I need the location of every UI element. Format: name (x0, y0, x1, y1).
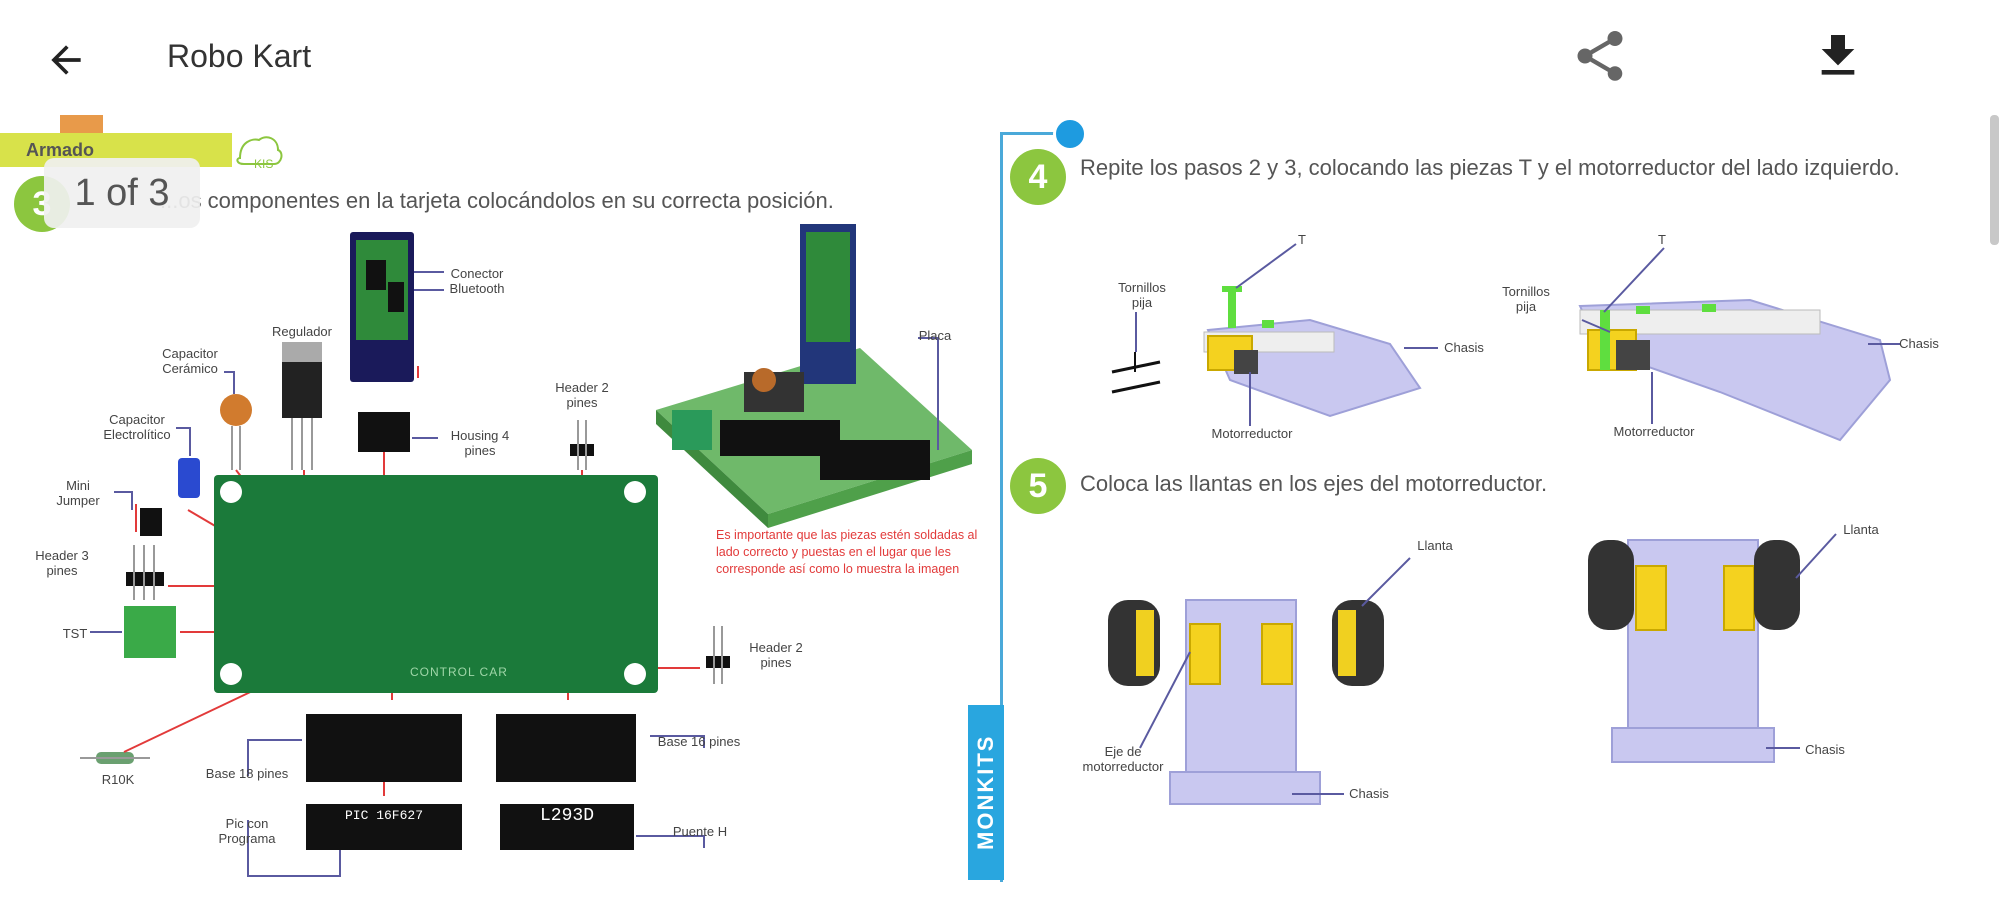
label-tornillos-pija-2: Tornillos pija (1502, 284, 1550, 314)
app-bar: Robo Kart (0, 0, 2003, 115)
l293d-chip: L293D (500, 804, 634, 850)
label-pic-con-programa: Pic con Programa (218, 816, 276, 846)
page-indicator: 1 of 3 (44, 158, 200, 228)
page-divider (1000, 132, 1003, 882)
pcb-mount-hole (624, 663, 646, 685)
step-4-illustration (1111, 243, 1900, 442)
download-button[interactable] (1806, 24, 1870, 88)
share-button[interactable] (1568, 24, 1632, 88)
download-icon (1821, 35, 1855, 75)
label-header-2-pines-right: Header 2 pines (749, 640, 803, 670)
label-t-2: T (1658, 232, 1666, 247)
pcb-control-label: CONTROL CAR (410, 665, 508, 679)
page-marker-dot[interactable] (1053, 117, 1087, 151)
label-mini-jumper: Mini Jumper (56, 478, 100, 508)
page-divider-top (1000, 132, 1068, 135)
label-tornillos-pija-1: Tornillos pija (1118, 280, 1166, 310)
label-base-18-pines: Base 18 pines (205, 766, 289, 781)
label-r10k: R10K (101, 772, 135, 787)
label-header-2-pines-top: Header 2 pines (555, 380, 609, 410)
label-tst: TST (62, 626, 88, 641)
label-chasis-2: Chasis (1899, 336, 1939, 351)
step-3-text: ...os componentes en la tarjeta colocánd… (160, 188, 834, 213)
pic-chip: PIC 16F627 (306, 804, 462, 850)
step-4-number: 4 (1010, 149, 1066, 205)
back-button[interactable] (36, 30, 96, 90)
label-chasis-step5-1: Chasis (1349, 786, 1389, 801)
label-puente-h: Puente H (672, 824, 728, 839)
pcb-mount-hole (220, 663, 242, 685)
label-motorreductor-2: Motorreductor (1613, 424, 1695, 439)
robot-logo-icon: KIS (236, 136, 283, 171)
label-header-3-pines: Header 3 pines (35, 548, 89, 578)
step-5-text: Coloca las llantas en los ejes del motor… (1080, 471, 1548, 496)
components-illustration (80, 224, 972, 877)
label-llanta-2: Llanta (1843, 522, 1879, 537)
step-5-number: 5 (1010, 458, 1066, 514)
label-placa: Placa (918, 328, 952, 343)
pcb-mount-hole (220, 481, 242, 503)
brand-watermark: MONKITS (968, 705, 1004, 880)
label-conector-bluetooth: Conector Bluetooth (449, 266, 505, 296)
section-tab-accent (60, 115, 103, 135)
label-base-16-pines: Base 16 pines (657, 734, 741, 749)
section-label: Armado (26, 140, 95, 160)
page-title: Robo Kart (167, 38, 312, 74)
label-capacitor-ceramico: Capacitor Cerámico (162, 346, 218, 376)
label-llanta-1: Llanta (1417, 538, 1453, 553)
pcb-board: CONTROL CAR (214, 475, 658, 693)
step-4-text: Repite los pasos 2 y 3, colocando las pi… (1080, 155, 1900, 180)
socket-16-pins (496, 714, 636, 782)
warning-note: Es importante que las piezas estén solda… (716, 528, 978, 576)
label-eje-motorreductor: Eje de motorreductor (1082, 744, 1164, 774)
label-regulador: Regulador (272, 324, 332, 339)
label-housing-4-pines: Housing 4 pines (450, 428, 510, 458)
label-motorreductor-1: Motorreductor (1211, 426, 1293, 441)
step-5-illustration (1108, 533, 1837, 805)
socket-18-pins (306, 714, 462, 782)
label-t-1: T (1298, 232, 1306, 247)
pcb-mount-hole (624, 481, 646, 503)
vertical-scrollbar[interactable] (1990, 115, 1999, 245)
label-chasis-step5-2: Chasis (1805, 742, 1845, 757)
share-icon (1577, 31, 1623, 81)
label-chasis-1: Chasis (1444, 340, 1484, 355)
arrow-left-icon (51, 45, 81, 75)
label-capacitor-electrolitico: Capacitor Electrolítico (103, 412, 171, 442)
svg-text:KIS: KIS (254, 157, 273, 171)
